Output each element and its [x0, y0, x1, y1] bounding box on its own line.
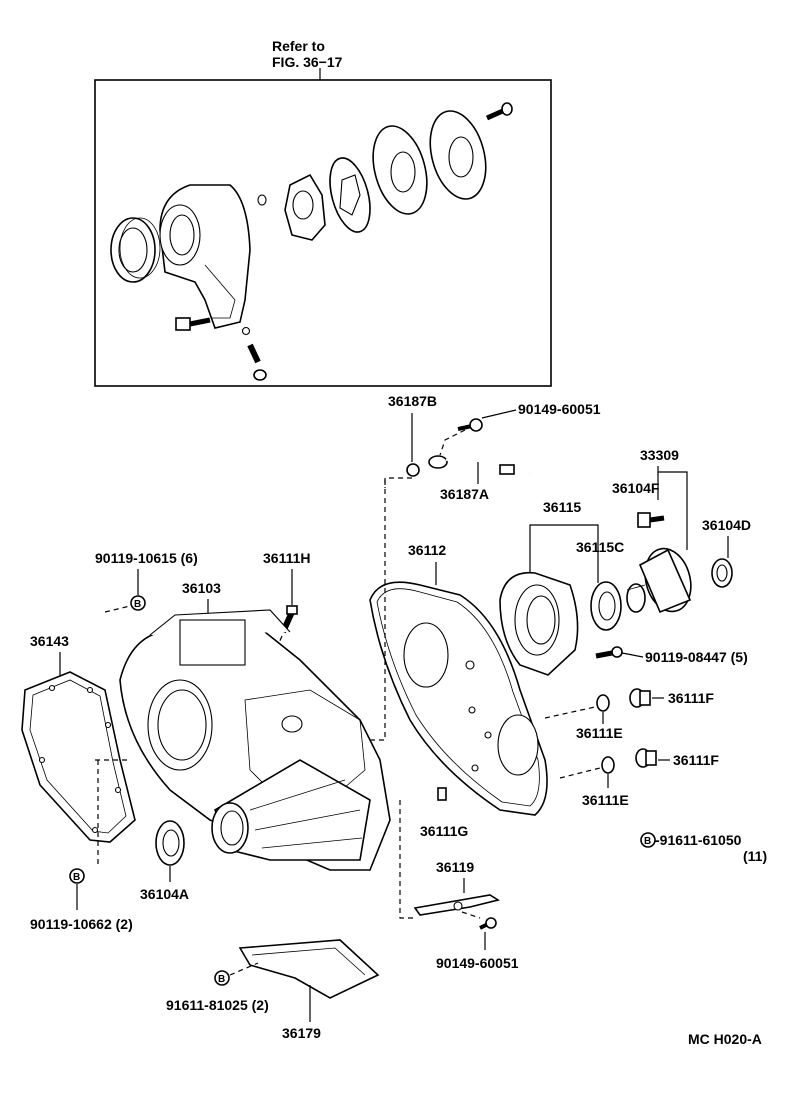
- pin-36111G-icon: [437, 787, 447, 801]
- reference-inset: Refer to FIG. 36−17: [94, 38, 552, 387]
- bolt-90149-60051-bot-icon: [479, 917, 497, 930]
- center-plate-36112-group: 36112: [369, 542, 548, 816]
- figure-code: MC H020-A: [688, 1031, 762, 1047]
- label-36187B[interactable]: 36187B: [388, 393, 437, 409]
- bolt-marker-90119-10662-letter: B: [73, 872, 80, 883]
- center-plate-bore-upper: [403, 622, 449, 688]
- bolt-90119-08447-icon: [595, 646, 623, 659]
- label-36111F-upper[interactable]: 36111F: [668, 690, 714, 706]
- label-36111G[interactable]: 36111G: [420, 823, 468, 839]
- inset-inner-rotor: [284, 173, 326, 241]
- label-36179[interactable]: 36179: [282, 1025, 321, 1041]
- label-91611-81025[interactable]: 91611-81025 (2): [166, 997, 269, 1013]
- plug-36104F-icon: [637, 512, 665, 528]
- label-90119-08447[interactable]: 90119-08447 (5): [645, 649, 748, 665]
- inset-pump-body: [372, 125, 428, 215]
- washer-36111E-lower-icon: [601, 756, 615, 774]
- inset-frame: [94, 79, 552, 387]
- extension-housing-group: 33309 36104F 36104D: [612, 447, 751, 614]
- bolt-91611-61050-group: B -91611-61050 (11): [640, 832, 767, 864]
- center-plate-bore-lower: [497, 714, 539, 776]
- label-90149-60051-bot[interactable]: 90149-60051: [436, 955, 519, 971]
- label-36111E-upper[interactable]: 36111E: [576, 725, 623, 741]
- label-36115C[interactable]: 36115C: [576, 539, 624, 555]
- bolt-marker-90119-10615-icon: [130, 595, 146, 611]
- bolt-90119-10662-group: B 90119-10662 (2): [30, 760, 133, 932]
- gasket-36143-group: 36143: [21, 633, 136, 843]
- case-top-opening: [179, 619, 246, 666]
- inset-spring-icon: [247, 343, 261, 364]
- case-front-bore-inner: [157, 689, 207, 761]
- bolt-marker-91611-81025-letter: B: [218, 974, 225, 985]
- oil-pipe-36187A-icon: [428, 455, 531, 475]
- gasket-36187B-icon: [406, 463, 420, 477]
- label-90119-10615[interactable]: 90119-10615 (6): [95, 550, 198, 566]
- label-36143[interactable]: 36143: [30, 633, 69, 649]
- cover-36115-icon: [499, 571, 579, 676]
- plug-36111F-upper-icon: [629, 688, 651, 708]
- plug-group-upper: 36111E 36111F: [544, 688, 714, 741]
- label-36104D[interactable]: 36104D: [702, 517, 751, 533]
- label-91611-61050-qty: (11): [743, 848, 767, 864]
- label-36111E-lower[interactable]: 36111E: [582, 792, 629, 808]
- inset-ball-icon: [257, 194, 267, 206]
- bolt-90149-60051-top-icon: [457, 418, 483, 432]
- label-36104F[interactable]: 36104F: [612, 480, 660, 496]
- case-output-extension: [211, 759, 371, 861]
- inset-small-ball-icon: [241, 326, 251, 336]
- oil-pipe-assembly: 36187B 90149-60051 36187A: [384, 393, 601, 502]
- seal-36104A-group: 36104A: [140, 820, 189, 902]
- inset-pump-cover: [429, 110, 487, 200]
- pin-36111G-group: 36111G: [420, 787, 468, 839]
- cover-36115-group: 36115 36115C 90119-08447 (5): [499, 499, 748, 676]
- label-90149-60051-top[interactable]: 90149-60051: [518, 401, 601, 417]
- label-36115[interactable]: 36115: [543, 499, 581, 515]
- bolt-marker-91611-61050-letter: B: [644, 836, 651, 847]
- plug-36111F-lower-icon: [635, 748, 657, 768]
- inset-refer-text: Refer to: [272, 38, 325, 54]
- gasket-36143-icon: [21, 671, 136, 843]
- label-36104A[interactable]: 36104A: [140, 886, 189, 902]
- label-36112[interactable]: 36112: [408, 542, 446, 558]
- label-36187A[interactable]: 36187A: [440, 486, 489, 502]
- inset-oil-seal: [110, 217, 161, 283]
- bolt-marker-91611-61050-icon: [640, 832, 656, 848]
- label-90119-10662[interactable]: 90119-10662 (2): [30, 916, 133, 932]
- washer-36111E-upper-icon: [596, 694, 610, 712]
- label-36103[interactable]: 36103: [182, 580, 221, 596]
- cover-36179-group: B 91611-81025 (2) 36179: [166, 939, 380, 1041]
- extension-housing-33309-icon: [626, 547, 692, 614]
- label-36111F-lower[interactable]: 36111F: [673, 752, 719, 768]
- bearing-36115C-icon: [590, 581, 622, 631]
- label-36119[interactable]: 36119: [436, 859, 474, 875]
- label-91611-61050[interactable]: -91611-61050: [655, 832, 742, 848]
- inset-plug-icon: [253, 369, 267, 381]
- seal-36104D-icon: [711, 558, 733, 588]
- bolt-marker-90119-10662-icon: [69, 868, 85, 884]
- bolt-marker-90119-10615-letter: B: [134, 599, 141, 610]
- bracket-36119-group: 36119 90149-60051: [399, 800, 519, 971]
- label-33309[interactable]: 33309: [640, 447, 679, 463]
- cover-36179-icon: [238, 939, 380, 999]
- plug-group-lower: 36111E 36111F: [559, 748, 719, 808]
- transfer-case-36103-group: 90119-10615 (6) B 36111H 36103: [95, 480, 391, 871]
- inset-bolt-icon: [485, 102, 513, 121]
- bolt-marker-91611-81025-icon: [214, 970, 230, 986]
- label-36111H[interactable]: 36111H: [263, 550, 311, 566]
- inset-adapter-housing: [159, 184, 251, 329]
- inset-lower-bolt-icon: [175, 317, 211, 331]
- inset-fig-ref[interactable]: FIG. 36−17: [272, 54, 343, 70]
- inset-outer-rotor: [329, 157, 371, 233]
